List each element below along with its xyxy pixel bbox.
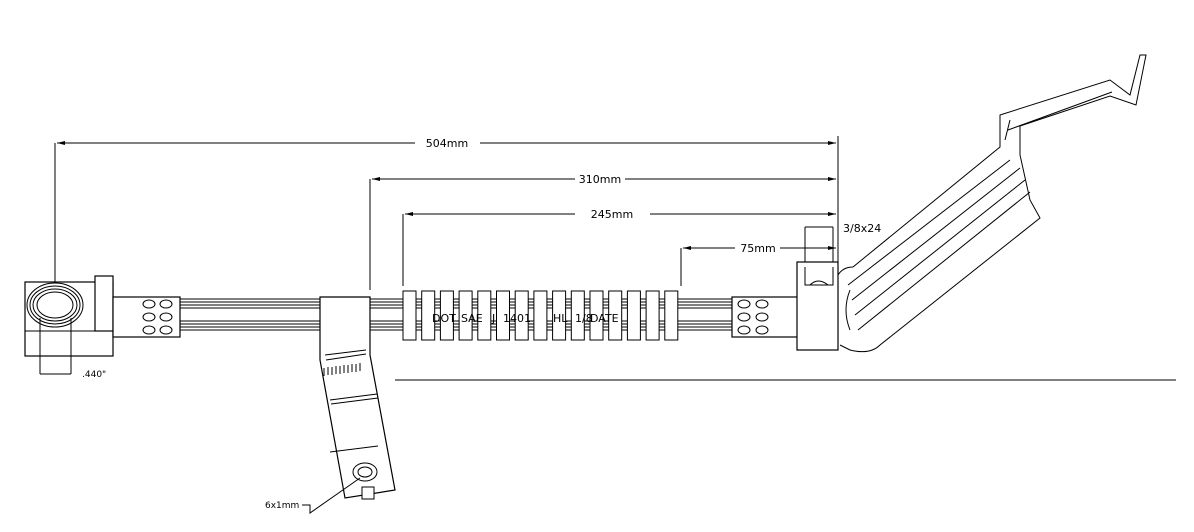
left-banjo-fitting: .440"	[24, 275, 114, 380]
mounting-bracket: 6x1mm	[265, 296, 396, 514]
sleeve-ring	[458, 290, 473, 341]
sleeve-ring	[645, 290, 660, 341]
sleeve-ring	[626, 290, 641, 341]
marking-word: SAE	[461, 312, 483, 325]
marking-word: HL	[553, 312, 568, 325]
sleeve-ring	[664, 290, 679, 341]
dimension-label-245: 245mm	[591, 208, 633, 221]
dimension-label-thread: 3/8x24	[843, 222, 881, 235]
marking-word: 1401	[503, 312, 531, 325]
dimension-bracket: 310mm	[369, 173, 836, 290]
sleeve-ring	[496, 290, 510, 341]
dimension-sleeve: 245mm	[402, 208, 836, 286]
sleeve-ring	[533, 290, 548, 341]
dimension-label-75: 75mm	[740, 242, 775, 255]
marking-word: DOT	[432, 312, 456, 325]
marking-word: 1/8	[575, 312, 593, 325]
right-tube-nut-fitting	[796, 261, 839, 351]
sleeve-ring	[608, 290, 623, 341]
sleeve-ring	[402, 290, 417, 341]
dimension-thread: 3/8x24	[804, 222, 881, 262]
steel-brake-line	[837, 54, 1147, 353]
marking-word: DATE	[590, 312, 619, 325]
dimension-label-310: 310mm	[579, 173, 621, 186]
sleeve-ring	[514, 290, 529, 341]
dimension-label-hole: 6x1mm	[265, 501, 299, 511]
dimension-overall: 504mm	[54, 136, 839, 305]
right-crimp	[731, 296, 799, 338]
sleeve-ring	[477, 290, 492, 341]
sleeve-ring	[552, 290, 567, 341]
dimension-label-port: .440"	[82, 370, 106, 380]
protective-sleeve	[402, 290, 679, 341]
dimension-label-504: 504mm	[426, 137, 468, 150]
hose-marking: DOT SAE J 1401 HL 1/8 DATE	[432, 312, 619, 325]
sleeve-ring	[439, 290, 454, 341]
sleeve-ring	[421, 290, 436, 341]
sleeve-ring	[570, 290, 585, 341]
left-crimp	[112, 296, 181, 338]
marking-word: J	[491, 312, 495, 325]
dimension-sleeve-end: 75mm	[680, 242, 836, 286]
sleeve-ring	[589, 290, 604, 341]
